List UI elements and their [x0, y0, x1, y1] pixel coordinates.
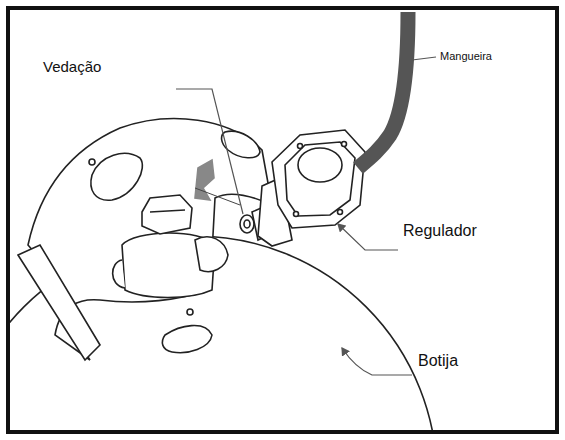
leader-line	[412, 57, 436, 60]
regulator-housing	[272, 130, 365, 228]
hose	[358, 12, 408, 168]
leader-line	[342, 348, 412, 375]
collar-hole	[91, 153, 142, 200]
part-label: Vedação	[43, 58, 101, 75]
part-label: Regulador	[403, 222, 477, 240]
frame	[8, 8, 557, 432]
valve-cap	[142, 195, 192, 234]
valve-outlet	[195, 237, 228, 272]
collar-edge	[18, 245, 100, 360]
regulator-cap	[298, 148, 342, 182]
part-label: Botija	[418, 352, 458, 370]
collar-hole	[222, 131, 260, 158]
part-label: Mangueira	[440, 50, 492, 63]
leader-line	[338, 224, 398, 250]
seal	[240, 215, 254, 233]
leader-line	[176, 89, 243, 214]
collar-hole	[162, 326, 212, 353]
